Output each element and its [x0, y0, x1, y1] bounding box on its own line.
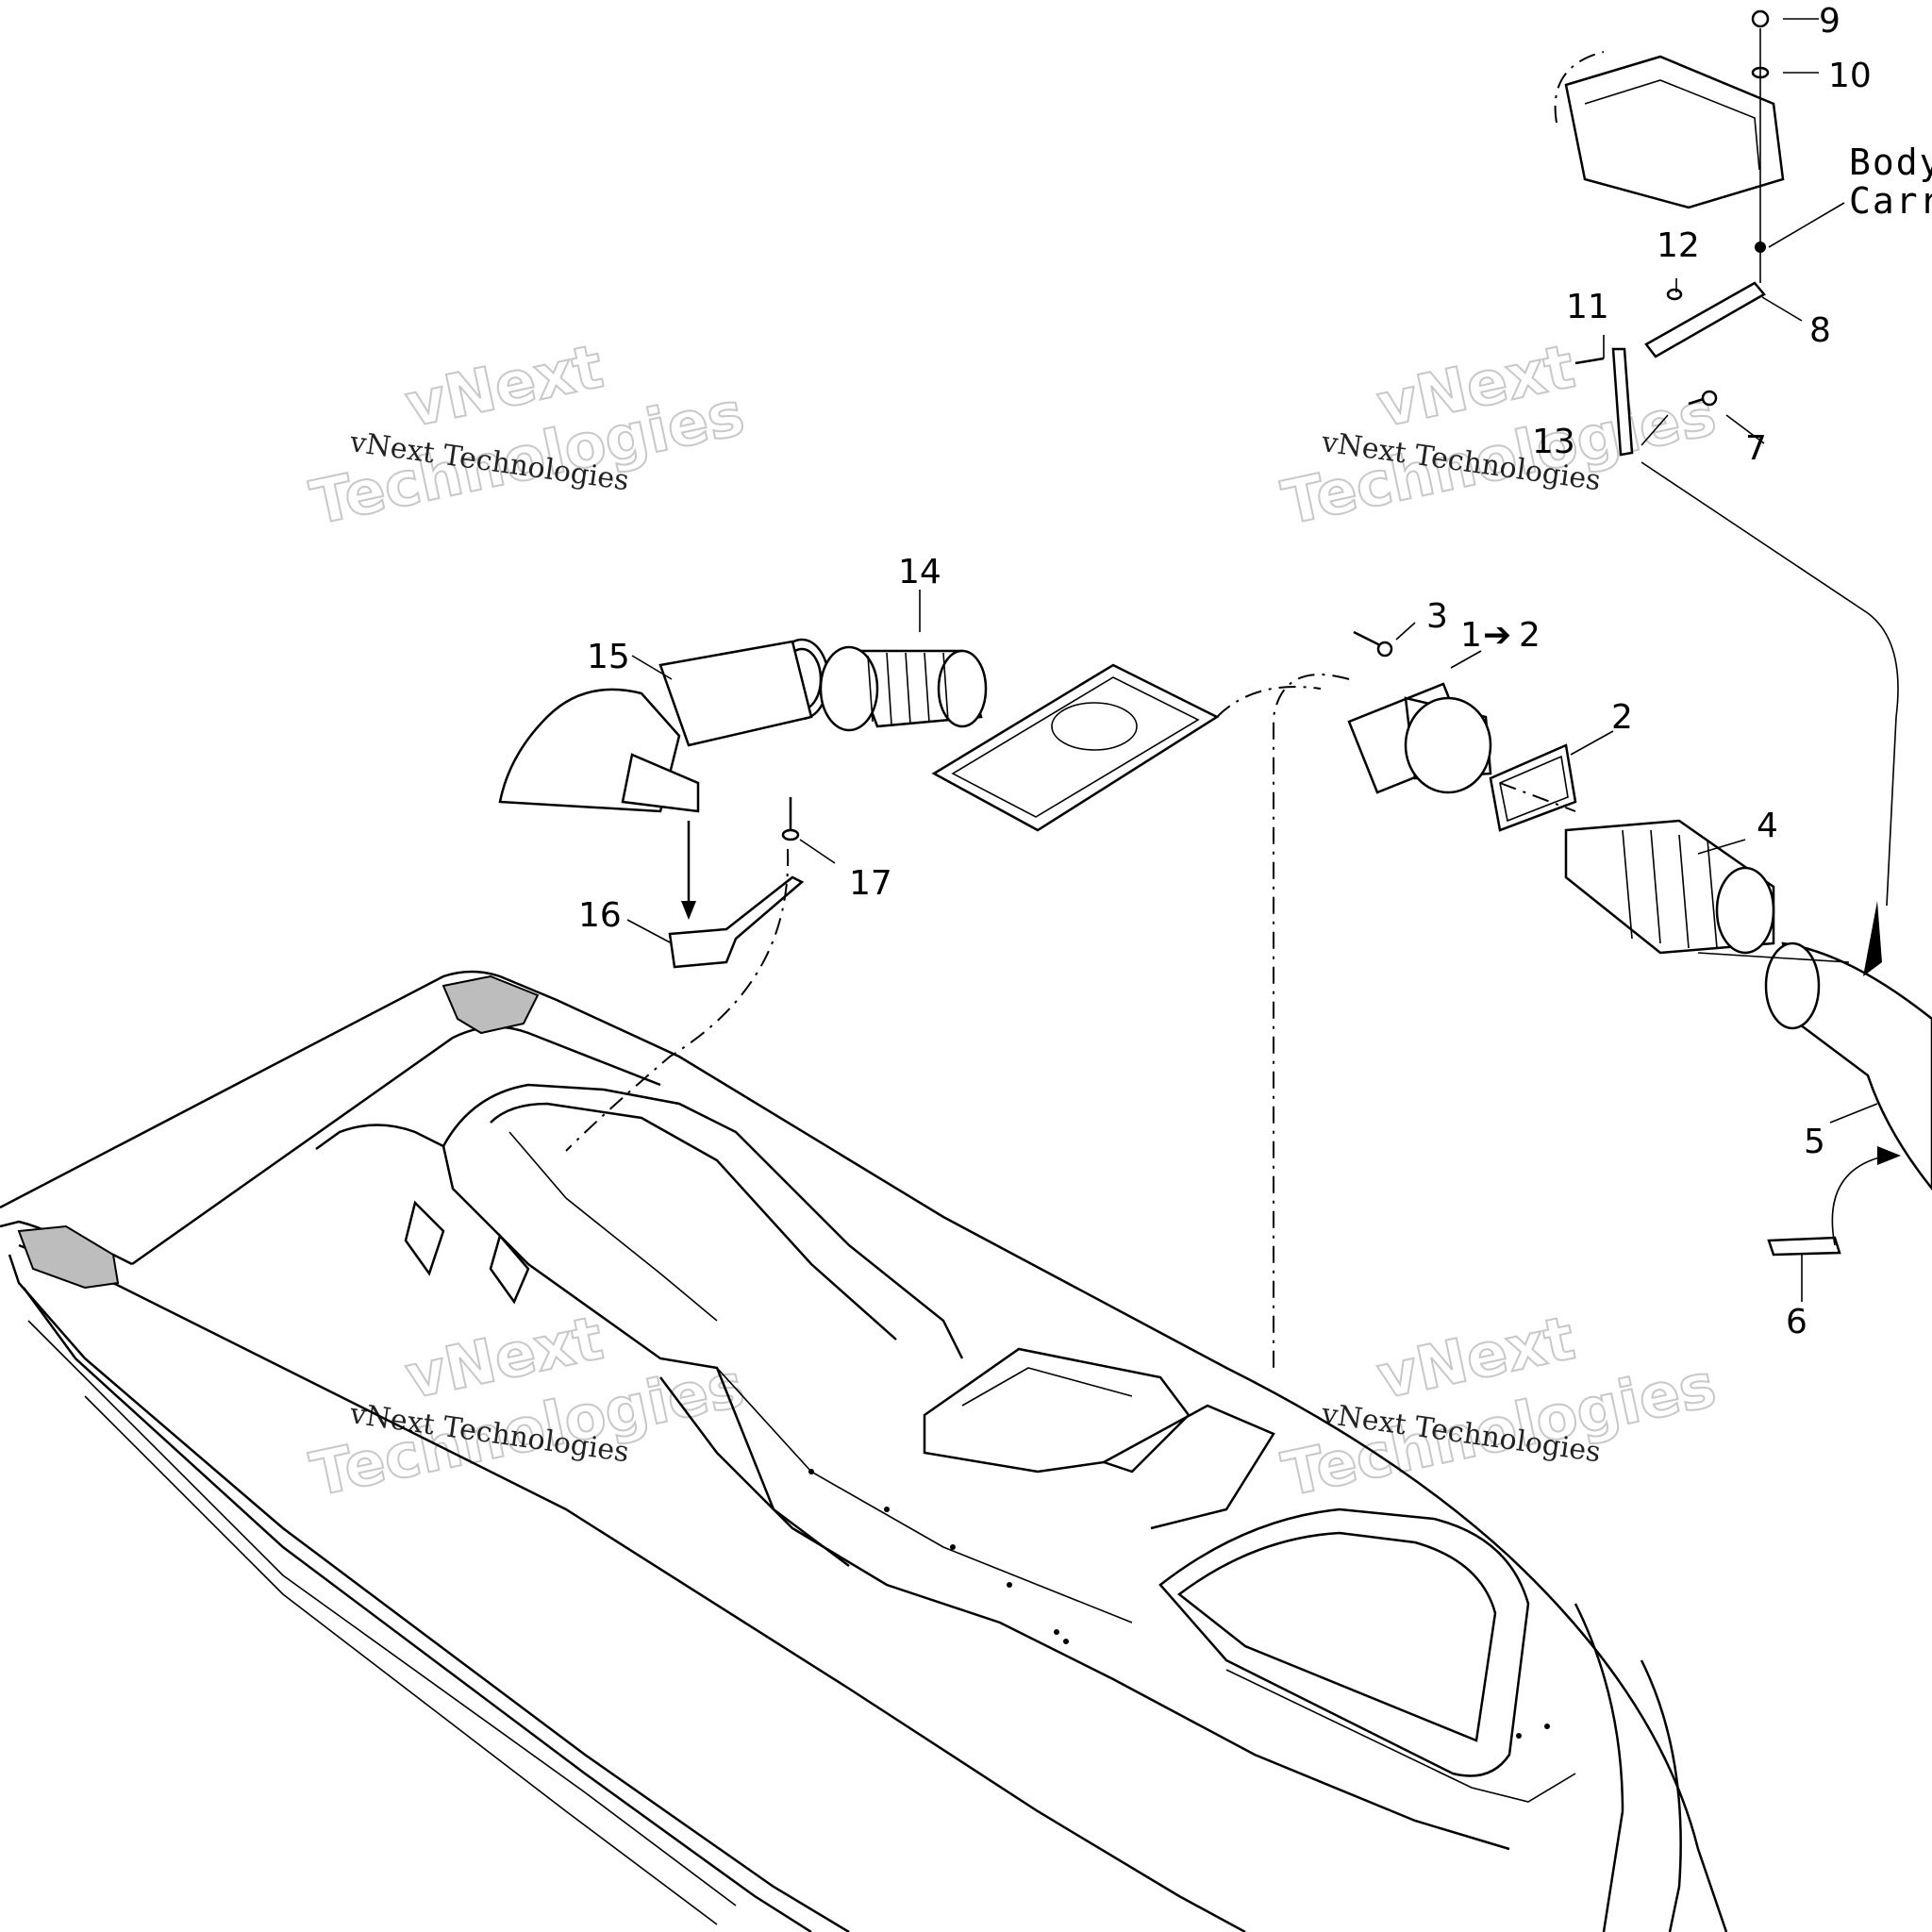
watermark-bottom-left: vNext Technologies — [304, 1303, 751, 1511]
callout-4: 4 — [1757, 807, 1778, 845]
callout-11: 11 — [1566, 288, 1609, 326]
part-9-nut — [1751, 9, 1770, 28]
watercraft-hull — [0, 970, 1728, 1932]
callout-2: 2 — [1611, 698, 1633, 737]
callout-5: 5 — [1804, 1123, 1825, 1161]
callout-1-arrow: ➔ — [1483, 616, 1511, 655]
part-5-curved-duct — [1764, 941, 1932, 1191]
part-15-elbow-duct — [498, 638, 830, 813]
part-14-bellows-hose — [819, 645, 988, 732]
part-1-vent-housing — [1347, 682, 1492, 794]
part-10-washer — [1751, 28, 1770, 283]
watermark-top-left: vNext Technologies — [304, 331, 751, 540]
part-2-gasket — [1489, 743, 1577, 832]
callout-14: 14 — [898, 553, 941, 591]
reference-note: Body Carro — [1849, 142, 1932, 222]
rivet-holes — [808, 1469, 1550, 1739]
part-8-bracket — [1644, 281, 1766, 358]
callout-1: 1 — [1460, 616, 1482, 655]
leader-lines — [565, 18, 1901, 1368]
callout-7: 7 — [1745, 429, 1767, 468]
part-6-strip — [1767, 1236, 1841, 1257]
reference-assembly — [1554, 51, 1785, 209]
watermark-bottom-right: vNext Technologies — [1275, 1303, 1723, 1511]
callout-16: 16 — [578, 896, 622, 935]
callout-labels: 1 ➔ 2 2 3 4 5 6 7 8 9 10 11 12 13 14 15 … — [578, 2, 1872, 1341]
callout-12: 12 — [1657, 226, 1700, 265]
callout-10: 10 — [1828, 57, 1872, 95]
callout-13: 13 — [1532, 423, 1575, 461]
callout-8: 8 — [1809, 311, 1831, 350]
part-4-bellows-hose — [1564, 819, 1775, 955]
callout-9: 9 — [1819, 2, 1840, 41]
callout-15: 15 — [587, 638, 630, 676]
callout-1-target: 2 — [1519, 616, 1541, 655]
part-7-screw — [1688, 390, 1718, 407]
reference-note-line1: Body — [1849, 142, 1932, 183]
airbox-plate — [931, 663, 1220, 832]
part-13-rod — [1611, 347, 1634, 457]
callout-6: 6 — [1786, 1303, 1807, 1341]
part-3-screw — [1353, 630, 1393, 658]
callout-3: 3 — [1426, 597, 1448, 636]
part-11-pin — [1574, 357, 1605, 365]
reference-note-line2: Carro — [1849, 180, 1932, 222]
part-16-bracket — [668, 875, 805, 969]
part-17-screw — [781, 797, 800, 841]
part-12-washer — [1666, 288, 1683, 301]
callout-17: 17 — [849, 864, 892, 903]
